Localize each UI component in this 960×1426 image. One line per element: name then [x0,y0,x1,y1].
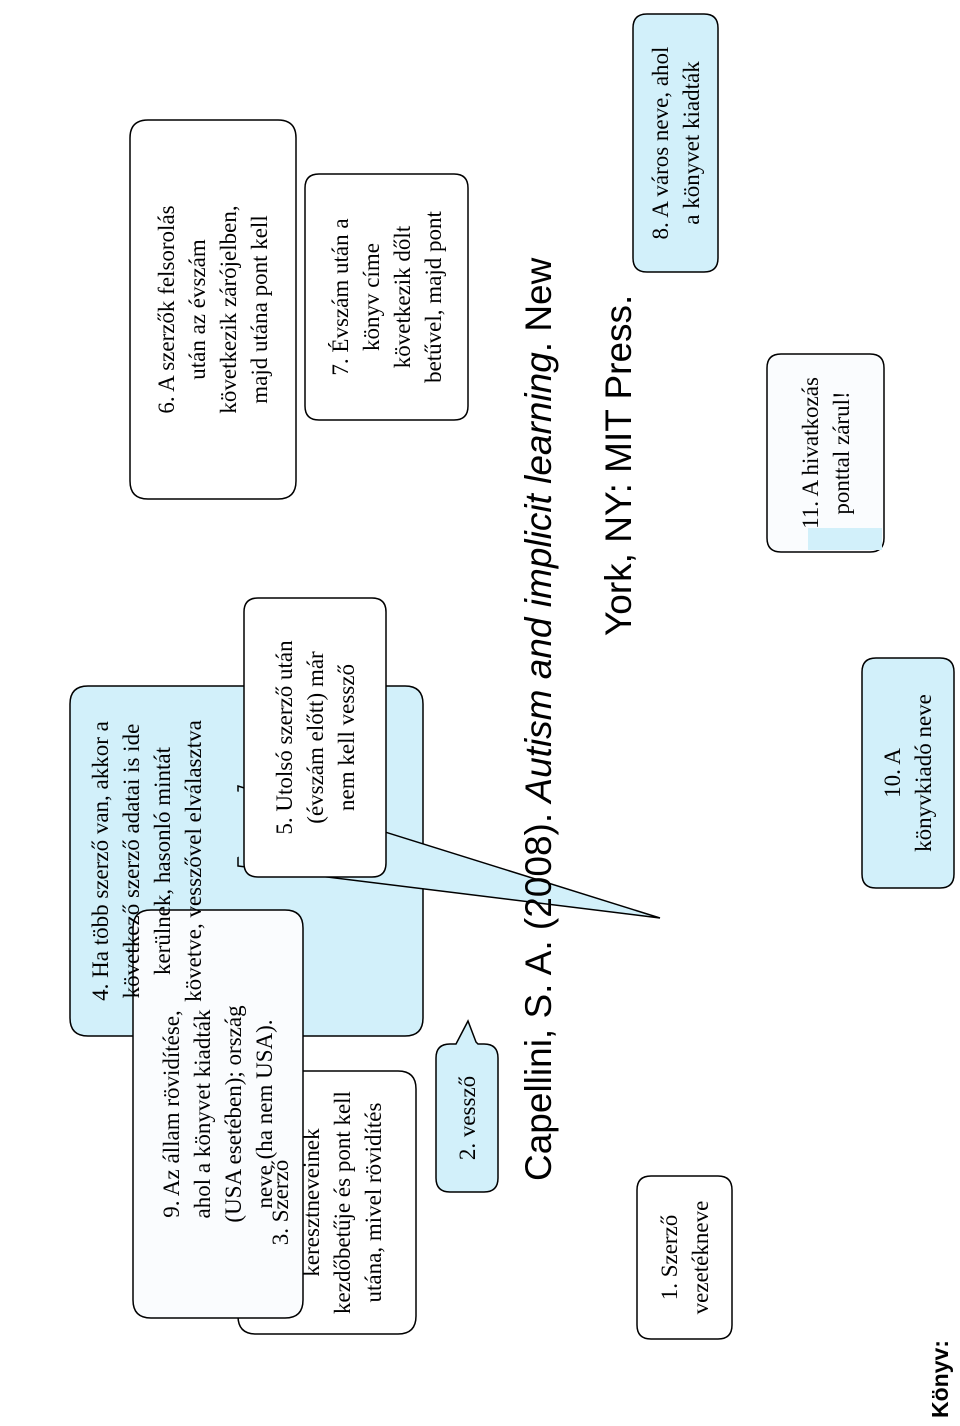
callout-9-text: 9. Az állam rövidítése,ahol a könyvet ki… [156,910,280,1318]
callout-11-line: 11. A hivatkozás [797,377,823,529]
callout-1-line: vezetékneve [687,1200,713,1315]
callout-6-line: után az évszám [185,239,210,380]
callout-8-line: a könyvet kiadták [678,61,704,225]
callout-10-line: könyvkiadó neve [911,694,936,852]
citation-title: Autism and implicit learning [518,352,559,803]
callout-5-line: nem kell vessző [333,664,359,811]
callout-10-line: 10. A [880,748,905,798]
callout-10-shape [861,657,955,889]
citation-line-1-suffix: . New [518,257,559,353]
callout-8-shape [632,13,719,273]
callout-7-line: következik dőlt [389,225,415,369]
callout-9-line: 9. Az állam rövidítése, [159,1010,184,1218]
callout-1-shape [636,1175,733,1340]
citation-line-1: Capellini, S. A. (2008). Autism and impl… [518,258,560,1181]
callout-1-line: 1. Szerző [656,1214,682,1301]
callout-6-line: majd utána pont kell [247,215,272,404]
callout-3-line: kezdőbetűje és pont kell [330,1091,355,1314]
callout-7-line: könyv címe [358,243,384,351]
callout-8-line: 8. A város neve, ahol [647,46,673,240]
citation-line-2: York, NY: MIT Press. [598,294,639,636]
callout-9-line: (USA esetében); ország [221,1005,246,1223]
callout-7-line: betűvel, majd pont [420,211,446,383]
callout-6-line: következik zárójelben, [216,205,241,414]
callout-4-pointer-cover [229,790,240,861]
callout-9-shape [132,909,304,1319]
page-label: Könyv: [927,1340,953,1418]
callout-7-shape [304,173,469,421]
callout-4-line: következő szerző adatai is ide [118,723,144,999]
callout-6-line: 6. A szerzők felsorolás [154,205,179,414]
callout-5-line: 5. Utolsó szerző után [271,640,297,835]
citation-authors-year: Capellini, S. A. (2008). [518,802,559,1181]
callout-11-line: ponttal zárul! [828,391,854,515]
callout-2-text: 2. vessző [452,1044,483,1192]
callout-3-line: keresztneveinek [299,1128,324,1277]
callout-7-line: 7. Évszám után a [327,218,353,376]
callout-5-line: (évszám előtt) már [302,651,328,824]
callout-3-line: utána, mivel rövidítés [361,1102,386,1303]
callout-2-line: 2. vessző [454,1075,480,1161]
callout-9-line: neve (ha nem USA). [252,1019,277,1209]
callout-11-shade-band [808,528,882,550]
callout-4-line: 4. Ha több szerző van, akkor a [87,721,113,1001]
callout-2-shape [435,1019,499,1193]
callout-6-shape [129,119,297,500]
callout-5-shape [243,597,387,878]
callout-11-shape [766,353,885,553]
callout-9-line: ahol a könyvet kiadták [190,1009,215,1219]
